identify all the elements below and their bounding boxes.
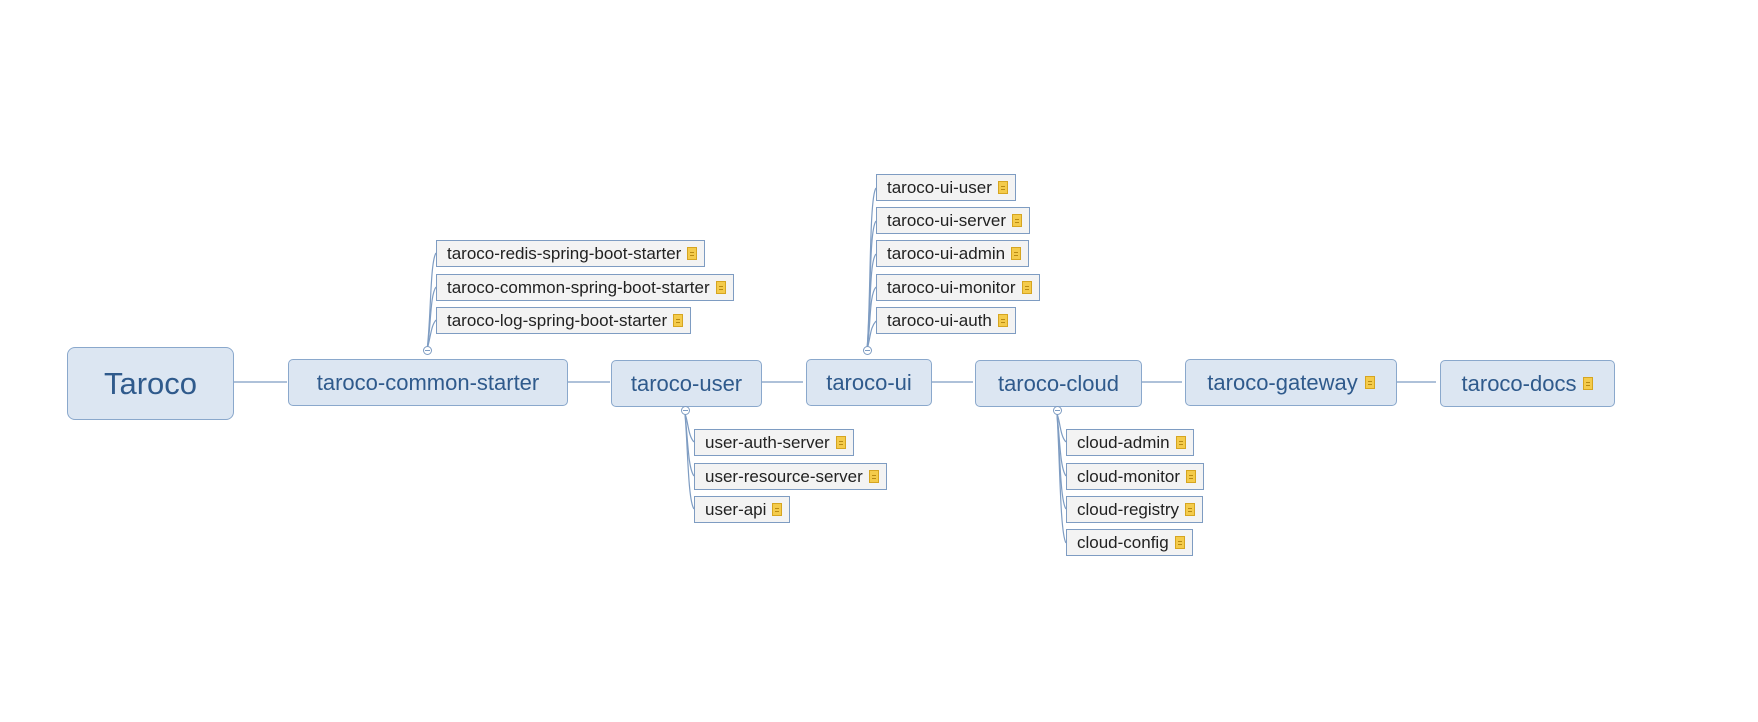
- branch-node-ui[interactable]: taroco-ui: [806, 359, 932, 406]
- collapse-toggle-icon[interactable]: [423, 346, 432, 355]
- leaf-label: taroco-common-spring-boot-starter: [447, 277, 710, 297]
- leaf-label: cloud-admin: [1077, 432, 1170, 452]
- leaf-node[interactable]: taroco-ui-monitor: [876, 274, 1040, 301]
- note-icon[interactable]: [997, 314, 1008, 327]
- connector-user-child-3: [684, 413, 695, 510]
- leaf-node[interactable]: user-resource-server: [694, 463, 887, 490]
- leaf-node[interactable]: taroco-ui-admin: [876, 240, 1030, 267]
- leaf-node[interactable]: taroco-ui-auth: [876, 307, 1016, 334]
- root-node[interactable]: Taroco: [67, 347, 234, 420]
- leaf-label: taroco-ui-server: [887, 210, 1007, 230]
- leaf-node[interactable]: taroco-common-spring-boot-starter: [436, 274, 734, 301]
- leaf-label: cloud-monitor: [1077, 466, 1180, 486]
- note-icon[interactable]: [1186, 470, 1196, 483]
- note-icon[interactable]: [715, 281, 726, 294]
- leaf-label: taroco-ui-auth: [887, 310, 992, 330]
- note-icon[interactable]: [1364, 376, 1375, 389]
- branch-label: taroco-docs: [1461, 370, 1577, 396]
- leaf-label: taroco-log-spring-boot-starter: [447, 310, 668, 330]
- note-icon[interactable]: [687, 247, 698, 260]
- leaf-label: user-api: [705, 499, 767, 519]
- note-icon[interactable]: [1583, 377, 1594, 390]
- leaf-node[interactable]: taroco-redis-spring-boot-starter: [436, 240, 706, 267]
- branch-node-docs[interactable]: taroco-docs: [1440, 360, 1615, 407]
- branch-node-cloud[interactable]: taroco-cloud: [975, 360, 1142, 407]
- leaf-node[interactable]: taroco-log-spring-boot-starter: [436, 307, 692, 334]
- branch-label: taroco-gateway: [1207, 369, 1358, 395]
- note-icon[interactable]: [1174, 536, 1185, 549]
- branch-label: taroco-user: [630, 370, 743, 396]
- leaf-label: cloud-config: [1077, 532, 1169, 552]
- leaf-node[interactable]: cloud-monitor: [1066, 463, 1204, 490]
- branch-node-common-starter[interactable]: taroco-common-starter: [288, 359, 568, 406]
- leaf-node[interactable]: cloud-admin: [1066, 429, 1194, 456]
- note-icon[interactable]: [1175, 436, 1186, 449]
- connector-common-starter-child-2: [426, 286, 437, 351]
- note-icon[interactable]: [1011, 247, 1022, 260]
- branch-label: taroco-ui: [826, 369, 912, 395]
- branch-node-gateway[interactable]: taroco-gateway: [1185, 359, 1397, 406]
- note-icon[interactable]: [1012, 214, 1023, 227]
- connector-ui-child-4: [866, 286, 877, 351]
- note-icon[interactable]: [997, 181, 1008, 194]
- note-icon[interactable]: [835, 436, 846, 449]
- branch-label: taroco-common-starter: [316, 369, 540, 395]
- branch-label: taroco-cloud: [997, 370, 1120, 396]
- leaf-node[interactable]: cloud-config: [1066, 529, 1193, 556]
- leaf-label: taroco-ui-admin: [887, 243, 1006, 263]
- leaf-node[interactable]: cloud-registry: [1066, 496, 1204, 523]
- leaf-node[interactable]: taroco-ui-user: [876, 174, 1016, 201]
- leaf-label: user-resource-server: [705, 466, 863, 486]
- leaf-node[interactable]: user-api: [694, 496, 791, 523]
- leaf-label: cloud-registry: [1077, 499, 1180, 519]
- note-icon[interactable]: [673, 314, 684, 327]
- leaf-node[interactable]: taroco-ui-server: [876, 207, 1031, 234]
- leaf-label: taroco-redis-spring-boot-starter: [447, 243, 682, 263]
- note-icon[interactable]: [868, 470, 879, 483]
- leaf-label: taroco-ui-monitor: [887, 277, 1016, 297]
- note-icon[interactable]: [1021, 281, 1032, 294]
- leaf-label: taroco-ui-user: [887, 177, 992, 197]
- collapse-toggle-icon[interactable]: [863, 346, 872, 355]
- note-icon[interactable]: [772, 503, 783, 516]
- connector-cloud-child-4: [1056, 413, 1067, 544]
- root-node-label: Taroco: [103, 365, 198, 401]
- note-icon[interactable]: [1185, 503, 1196, 516]
- leaf-label: user-auth-server: [705, 432, 830, 452]
- branch-node-user[interactable]: taroco-user: [611, 360, 762, 407]
- leaf-node[interactable]: user-auth-server: [694, 429, 854, 456]
- collapse-toggle-icon[interactable]: [1053, 406, 1062, 415]
- collapse-toggle-icon[interactable]: [681, 406, 690, 415]
